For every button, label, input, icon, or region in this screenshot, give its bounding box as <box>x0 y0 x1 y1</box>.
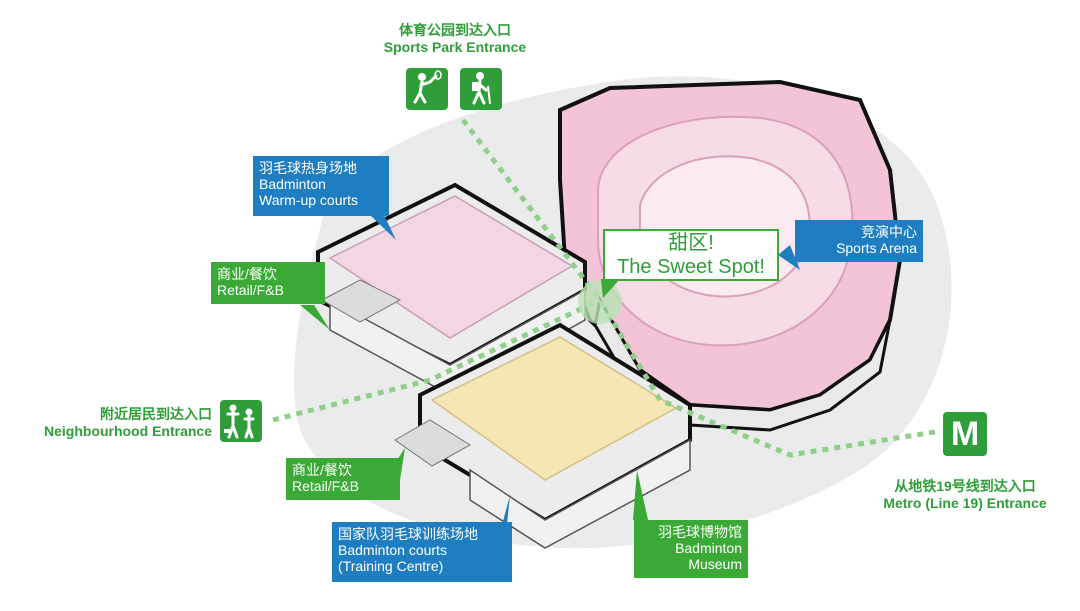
badminton-warmup-cn: 羽毛球热身场地 <box>259 160 357 176</box>
family-icon <box>220 400 262 442</box>
sports-arena-cn: 竞演中心 <box>861 224 917 240</box>
training-centre-cn: 国家队羽毛球训练场地 <box>338 526 478 542</box>
training-centre-label: 国家队羽毛球训练场地 Badminton courts (Training Ce… <box>332 522 512 582</box>
retail-fb-top-label: 商业/餐饮 Retail/F&B <box>211 262 325 304</box>
sweet-spot-cn: 甜区! <box>668 232 714 254</box>
hiker-icon <box>460 68 502 110</box>
sports-park-entrance-cn: 体育公园到达入口 <box>399 22 511 38</box>
badminton-museum-en1: Badminton <box>675 540 742 556</box>
retail-fb-bottom-cn: 商业/餐饮 <box>292 462 352 478</box>
retail-fb-top-cn: 商业/餐饮 <box>217 266 277 282</box>
retail-block-top <box>320 279 402 323</box>
retail-fb-top-en: Retail/F&B <box>217 282 284 298</box>
training-centre-en1: Badminton courts <box>338 542 447 558</box>
training-centre-en2: (Training Centre) <box>338 558 444 574</box>
retail-fb-bottom-en: Retail/F&B <box>292 478 359 494</box>
sweet-spot-callout: 甜区! The Sweet Spot! <box>603 229 779 281</box>
sweet-spot-hub <box>578 280 622 324</box>
metro-entrance-label: 从地铁19号线到达入口 Metro (Line 19) Entrance <box>862 478 1068 512</box>
badminton-warmup-en1: Badminton <box>259 176 326 192</box>
neighbourhood-entrance-en: Neighbourhood Entrance <box>44 423 212 439</box>
retail-fb-bottom-label: 商业/餐饮 Retail/F&B <box>286 458 400 500</box>
access-paths <box>272 118 936 458</box>
badminton-player-icon <box>406 68 448 110</box>
neighbourhood-entrance-cn: 附近居民到达入口 <box>100 406 212 422</box>
sweet-spot-en: The Sweet Spot! <box>617 256 765 278</box>
training-centre-building <box>418 322 692 549</box>
sports-park-entrance-label: 体育公园到达入口 Sports Park Entrance <box>370 22 540 56</box>
badminton-warmup-label: 羽毛球热身场地 Badminton Warm-up courts <box>253 156 389 216</box>
badminton-museum-en2: Museum <box>688 556 742 572</box>
badminton-museum-label: 羽毛球博物馆 Badminton Museum <box>634 520 748 578</box>
badminton-warmup-en2: Warm-up courts <box>259 192 359 208</box>
sports-arena-label: 竞演中心 Sports Arena <box>795 220 923 262</box>
metro-icon: M <box>943 412 987 456</box>
retail-block-bottom <box>394 419 471 467</box>
sports-park-entrance-en: Sports Park Entrance <box>383 39 527 55</box>
metro-entrance-cn: 从地铁19号线到达入口 <box>894 478 1036 494</box>
neighbourhood-entrance-label: 附近居民到达入口 Neighbourhood Entrance <box>10 406 212 440</box>
sports-arena-en: Sports Arena <box>836 240 917 256</box>
badminton-museum-cn: 羽毛球博物馆 <box>658 524 742 540</box>
metro-entrance-en: Metro (Line 19) Entrance <box>883 495 1047 511</box>
